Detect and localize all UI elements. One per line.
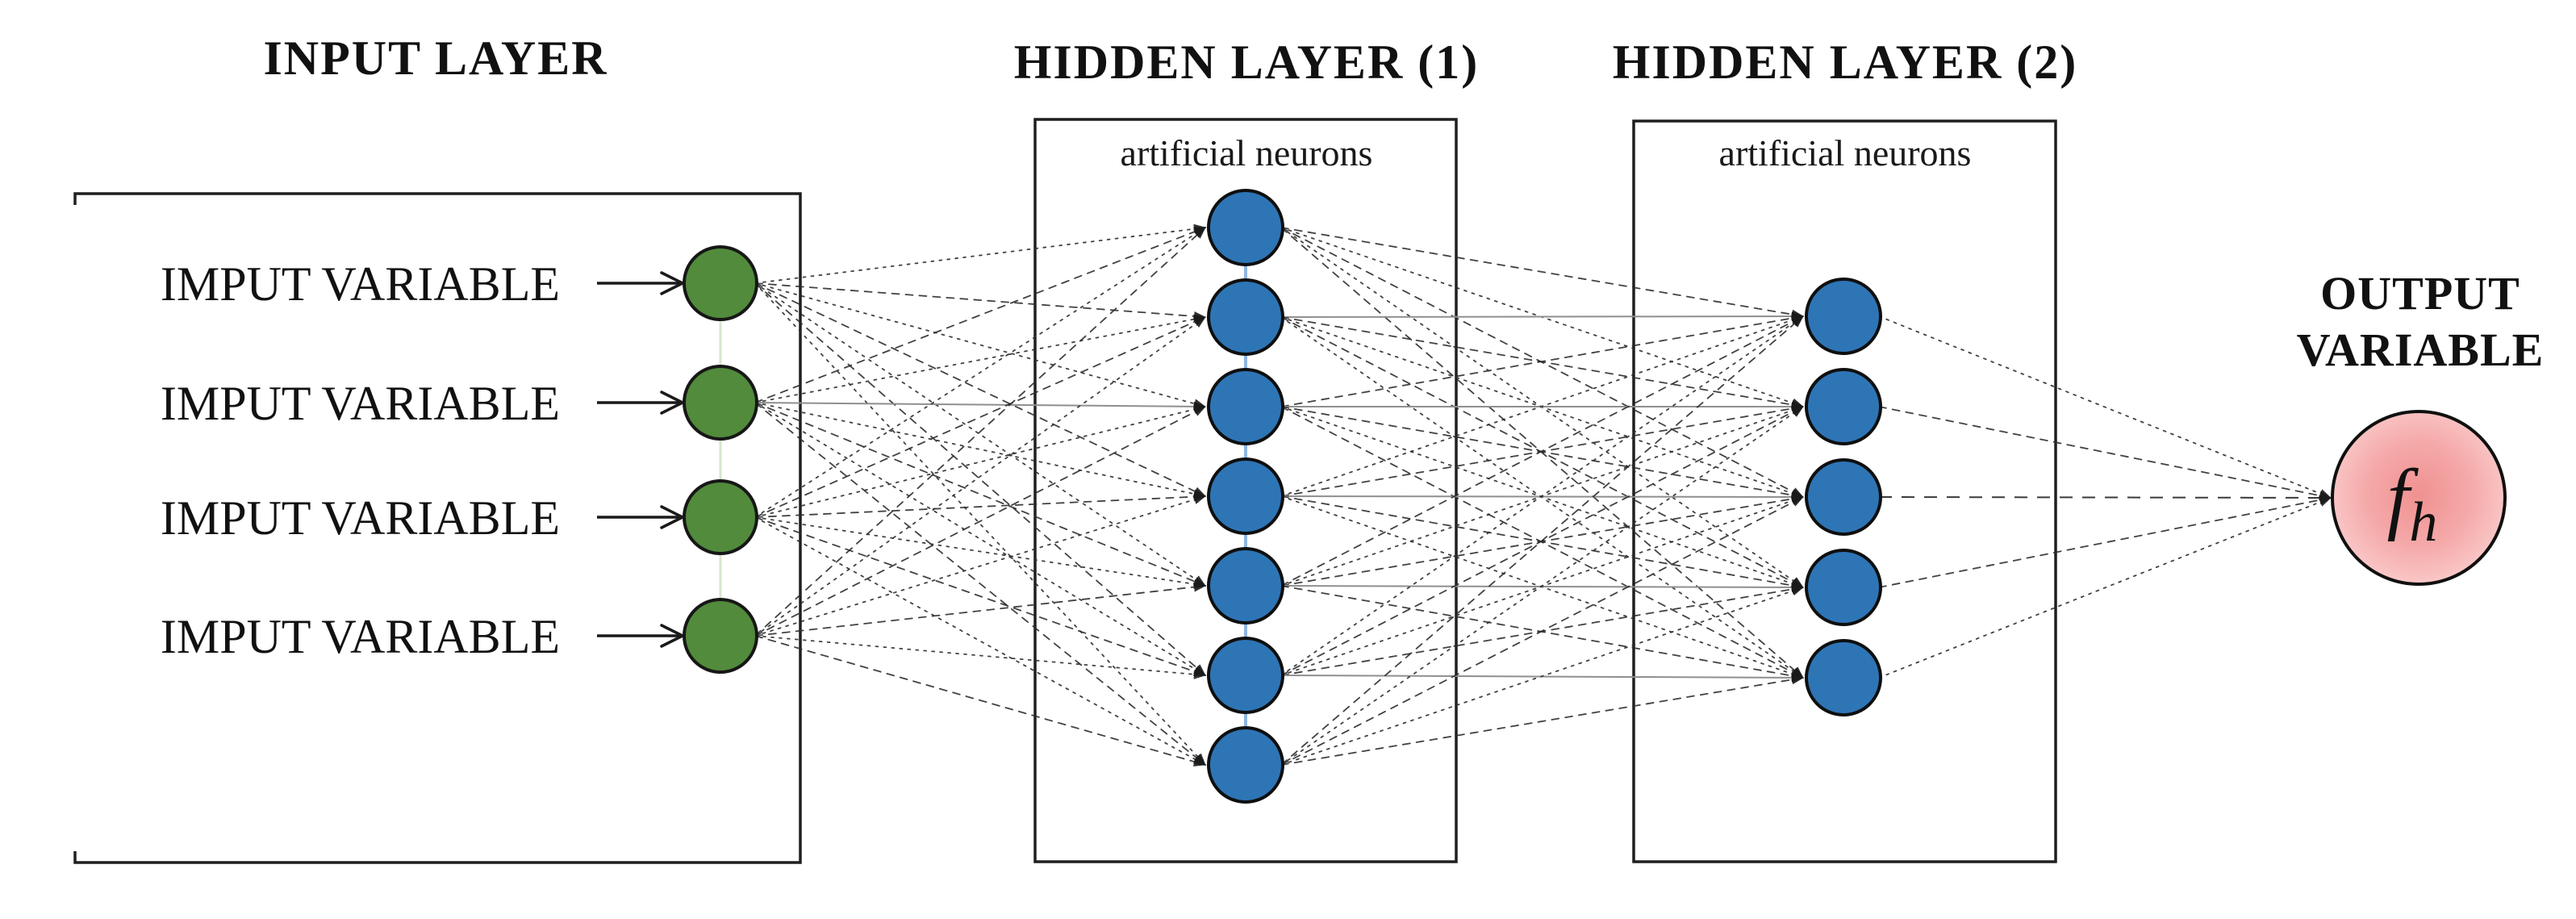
input-variable-label: IMPUT VARIABLE bbox=[161, 377, 560, 430]
connection-line bbox=[754, 635, 1206, 767]
connection-line bbox=[754, 282, 1206, 409]
hidden1-node bbox=[1207, 278, 1284, 356]
hidden-layer-2-box bbox=[1632, 119, 2057, 863]
connection-line bbox=[1280, 406, 1804, 766]
hidden1-node bbox=[1207, 547, 1284, 625]
input-node bbox=[683, 245, 758, 321]
connection-line bbox=[754, 316, 1206, 637]
nodes-group bbox=[683, 189, 2507, 804]
connection-line bbox=[754, 402, 1206, 676]
connection-line bbox=[754, 516, 1206, 677]
connection-line bbox=[754, 402, 1206, 766]
connection-line bbox=[1280, 313, 1804, 407]
hidden2-node bbox=[1805, 549, 1882, 626]
connection-line bbox=[754, 282, 1206, 676]
hidden-layer-1-title: HIDDEN LAYER (1) bbox=[1014, 36, 1480, 89]
input-node bbox=[683, 365, 758, 441]
connection-line bbox=[754, 402, 1206, 587]
hidden1-node bbox=[1207, 368, 1284, 445]
connection-line bbox=[1280, 315, 1804, 587]
hidden-layer-1-sublabel: artificial neurons bbox=[1121, 132, 1373, 173]
connection-line bbox=[1280, 496, 1804, 766]
input-arrow-head bbox=[660, 505, 684, 529]
hidden2-node bbox=[1805, 639, 1882, 716]
input-node bbox=[683, 479, 758, 555]
input-layer-box bbox=[73, 192, 802, 864]
connection-line bbox=[1280, 315, 1804, 497]
connection-line bbox=[754, 401, 1206, 411]
connection-line bbox=[754, 282, 1206, 587]
hidden1-node bbox=[1207, 637, 1284, 714]
output-title-line1: OUTPUT bbox=[2320, 267, 2520, 320]
connection-line bbox=[1280, 675, 1804, 766]
output-label-h-subscript: h bbox=[2409, 491, 2437, 553]
input-node bbox=[683, 598, 758, 674]
connection-line bbox=[1280, 227, 1804, 320]
output-node bbox=[2331, 410, 2507, 586]
connection-line bbox=[754, 516, 1206, 589]
input-arrow-head bbox=[660, 624, 684, 648]
hidden1-node bbox=[1207, 726, 1284, 804]
hidden-layer-1-box bbox=[1033, 118, 1458, 863]
connection-line bbox=[1280, 311, 1804, 322]
connection-line bbox=[1878, 495, 2332, 588]
hidden2-node bbox=[1805, 278, 1882, 355]
hidden-layer-2-sublabel: artificial neurons bbox=[1719, 132, 1972, 173]
output-title-line2: VARIABLE bbox=[2297, 324, 2545, 376]
input-variable-label: IMPUT VARIABLE bbox=[161, 257, 560, 311]
hidden1-node bbox=[1207, 457, 1284, 535]
connection-line bbox=[754, 223, 1206, 284]
connection-line bbox=[754, 491, 1206, 518]
input-variable-label: IMPUT VARIABLE bbox=[161, 610, 560, 663]
hidden2-node bbox=[1805, 458, 1882, 536]
hidden2-node bbox=[1805, 368, 1882, 445]
connections-group bbox=[754, 223, 2332, 767]
connection-line bbox=[754, 282, 1206, 321]
connection-line bbox=[754, 227, 1206, 403]
input-variable-label: IMPUT VARIABLE bbox=[161, 491, 560, 545]
connection-line bbox=[1878, 497, 2332, 679]
hidden-layer-2-title: HIDDEN LAYER (2) bbox=[1613, 36, 2078, 89]
connection-line bbox=[754, 227, 1206, 637]
input-arrow-head bbox=[660, 271, 684, 295]
connection-line bbox=[754, 282, 1206, 766]
connection-line bbox=[754, 227, 1206, 518]
input-row-labels-group: IMPUT VARIABLE IMPUT VARIABLE IMPUT VARIAB… bbox=[161, 257, 684, 663]
connection-line bbox=[754, 406, 1206, 637]
connection-line bbox=[754, 316, 1206, 518]
connection-line bbox=[754, 516, 1206, 766]
connection-line bbox=[1878, 315, 2332, 499]
connection-line bbox=[1280, 315, 1804, 676]
connection-line bbox=[754, 404, 1206, 518]
input-layer-title: INPUT LAYER bbox=[263, 31, 607, 85]
connection-line bbox=[754, 282, 1206, 497]
connection-line bbox=[1878, 406, 2332, 501]
connection-line bbox=[754, 635, 1206, 679]
connection-line bbox=[754, 314, 1206, 403]
connection-line bbox=[754, 495, 1206, 637]
connection-line bbox=[1280, 315, 1804, 766]
input-arrow-head bbox=[660, 391, 684, 415]
connection-line bbox=[1280, 586, 1804, 766]
connection-line bbox=[1878, 496, 2332, 499]
connection-line bbox=[754, 582, 1206, 637]
hidden1-node bbox=[1207, 189, 1284, 266]
